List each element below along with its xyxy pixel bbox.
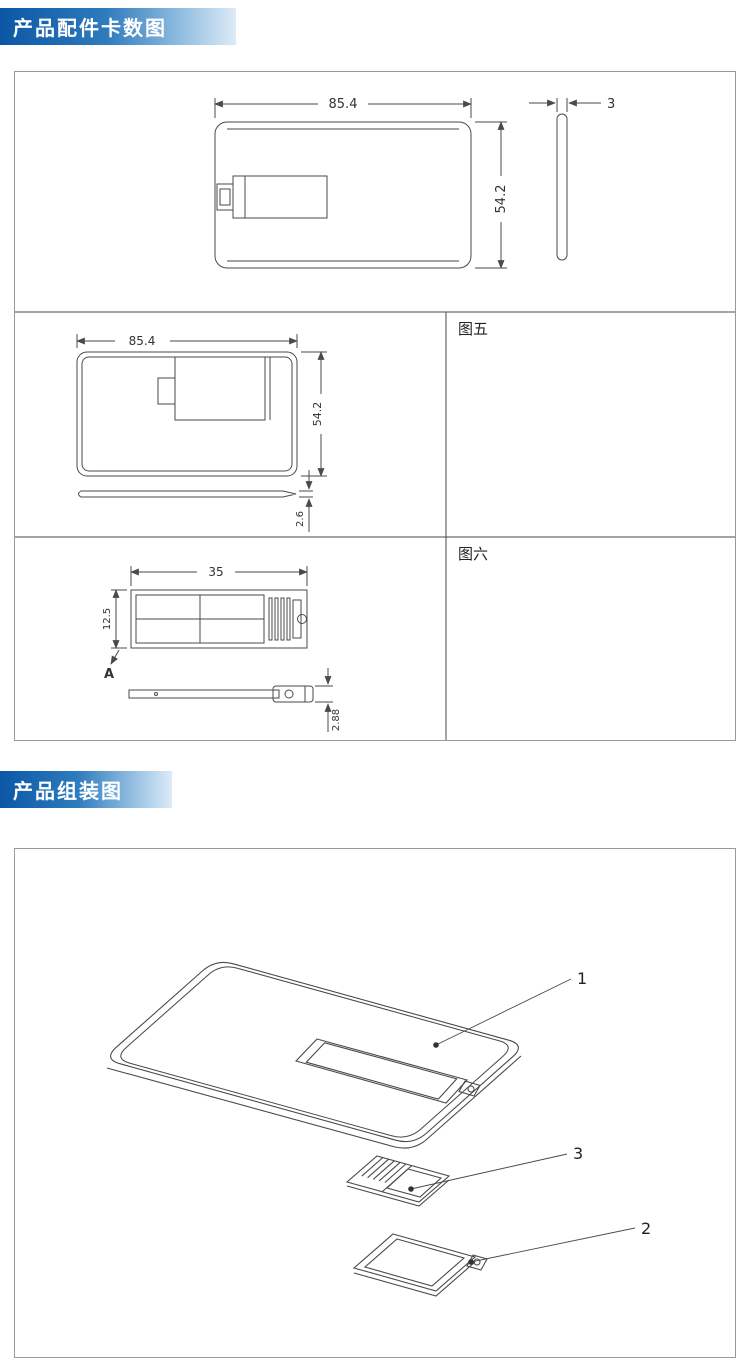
- dim-pcb-thickness-lines: [315, 668, 333, 732]
- dim-card-front-height-lines: [475, 121, 507, 269]
- dim-text-front-width: 85.4: [329, 97, 358, 112]
- dim-pcb-width-lines: [130, 566, 308, 586]
- dim-pcb-height-lines: [111, 589, 127, 649]
- dim-text-pcb-thickness: 2.88: [331, 709, 342, 731]
- figure5-label: 图五: [458, 320, 488, 338]
- part-number-2: 2: [641, 1219, 651, 1238]
- assembly-section-banner: 产品组装图: [0, 771, 172, 808]
- card-front-view: [214, 121, 472, 269]
- assembly-card-body: [106, 961, 522, 1149]
- dim-text-back-thickness: 2.6: [295, 511, 306, 527]
- assembly-pcb-module: [345, 1155, 451, 1207]
- part-number-1: 1: [577, 969, 587, 988]
- dim-card-back-thickness-lines: [299, 470, 313, 532]
- parts-drawing-frame: 85.4 54.2 3 85.4 54.2 2.6 35 12.5 A 2.88…: [14, 71, 736, 741]
- parts-section-title: 产品配件卡数图: [13, 18, 167, 40]
- dim-text-back-width: 85.4: [129, 334, 156, 348]
- parts-drawing-svg: 85.4 54.2 3 85.4 54.2 2.6 35 12.5 A 2.88…: [15, 97, 735, 740]
- assembly-section-title: 产品组装图: [13, 781, 123, 803]
- dim-card-side-thickness-lines: [529, 98, 601, 112]
- dim-text-front-height: 54.2: [494, 185, 509, 214]
- assembly-cover: [352, 1233, 488, 1297]
- dim-card-front-width-lines: [214, 98, 472, 118]
- pcb-section-arrow: [110, 649, 120, 665]
- leader-dots: [408, 1042, 474, 1265]
- pcb-side-view: [128, 685, 314, 703]
- dim-card-back-width-lines: [76, 334, 298, 348]
- dim-text-pcb-height: 12.5: [102, 608, 113, 630]
- parts-section-banner: 产品配件卡数图: [0, 8, 236, 45]
- dim-text-side-thickness: 3: [607, 97, 615, 112]
- figure6-label: 图六: [458, 545, 488, 563]
- part-number-3: 3: [573, 1144, 583, 1163]
- pcb-section-label: A: [104, 667, 114, 682]
- dim-card-back-height-lines: [301, 351, 327, 477]
- pcb-top-view: [130, 589, 308, 649]
- assembly-drawing-svg: 1 3 2: [106, 961, 651, 1297]
- dim-text-back-height: 54.2: [311, 402, 324, 427]
- card-back-view: [76, 351, 298, 477]
- table-dividers: [15, 311, 735, 740]
- leader-lines: [410, 978, 636, 1263]
- assembly-drawing-frame: 1 3 2: [14, 848, 736, 1358]
- card-side-view: [556, 113, 568, 261]
- card-back-side-view: [78, 490, 297, 498]
- dim-text-pcb-width: 35: [208, 565, 223, 579]
